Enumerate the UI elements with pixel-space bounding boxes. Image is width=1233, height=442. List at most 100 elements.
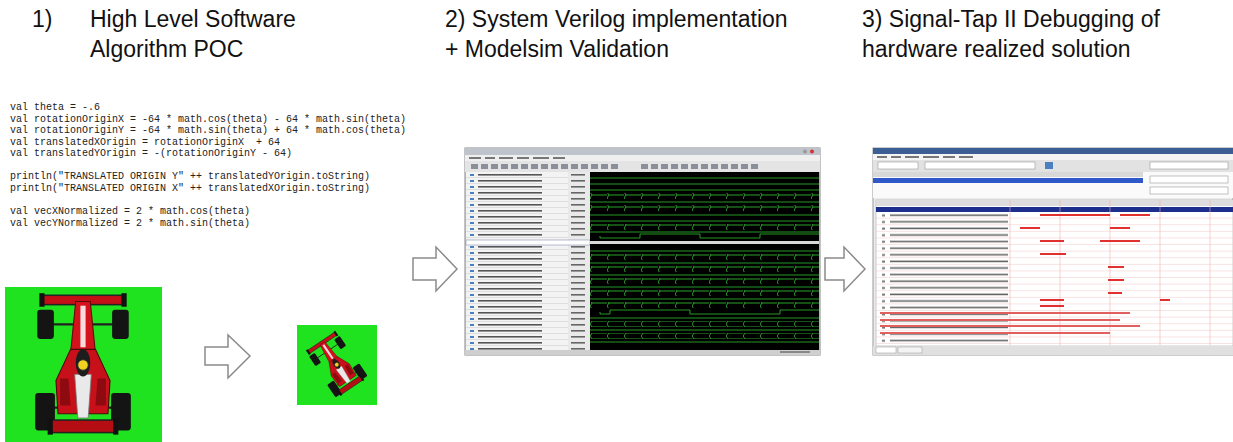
- modelsim-screenshot: [590, 172, 819, 350]
- modelsim-screenshot: [590, 278, 819, 284]
- car-sprite-original: [35, 293, 131, 434]
- car-sprite-original: [5, 287, 162, 442]
- signaltap-screenshot: [873, 148, 1233, 355]
- car-sprite-original: [5, 287, 162, 442]
- stage-heading: 3) Signal-Tap II Debugging of hardware r…: [862, 4, 1162, 64]
- modelsim-screenshot: [600, 310, 819, 314]
- signaltap-screenshot: [1040, 214, 1110, 216]
- signaltap-screenshot: [1110, 227, 1130, 229]
- signaltap-screenshot: [1045, 162, 1053, 169]
- signaltap-screenshot: [876, 212, 1233, 345]
- modelsim-screenshot: [600, 234, 819, 238]
- signaltap-screenshot: [943, 156, 955, 158]
- code-line: val rotationOriginY = -64 * math.sin(the…: [10, 125, 406, 137]
- signaltap-screenshot: [873, 172, 1233, 198]
- modelsim-screenshot: [590, 193, 819, 199]
- modelsim-screenshot: [590, 254, 819, 260]
- modelsim-screenshot: [466, 172, 568, 350]
- modelsim-screenshot: [590, 333, 819, 339]
- signaltap-screenshot: [925, 162, 1035, 169]
- modelsim-screenshot: [465, 148, 820, 155]
- modelsim-screenshot: [590, 241, 819, 244]
- signaltap-screenshot: [1160, 299, 1170, 301]
- code-line: val rotationOriginX = -64 * math.cos(the…: [10, 114, 406, 126]
- signaltap-screenshot: [1010, 200, 1210, 345]
- signaltap-screenshot: [880, 319, 1120, 321]
- modelsim-screenshot: [470, 163, 620, 170]
- signaltap-screenshot: [1120, 214, 1150, 216]
- code-line: val translatedXOrigin = rotationOriginX …: [10, 137, 280, 149]
- step-number: 1): [32, 4, 82, 34]
- signaltap-screenshot: [1040, 305, 1064, 307]
- modelsim-screenshot: [499, 157, 513, 159]
- code-line: val translatedYOrigin = -(rotationOrigin…: [10, 148, 292, 160]
- modelsim-screenshot: [780, 351, 810, 353]
- transform-arrow: [205, 335, 250, 378]
- signaltap-screenshot: [878, 162, 918, 169]
- signaltap-screenshot: [880, 332, 1110, 334]
- modelsim-screenshot: [568, 172, 590, 350]
- flow-arrow: [413, 247, 457, 291]
- flow-arrow: [825, 247, 865, 291]
- signaltap-screenshot: [873, 148, 1233, 154]
- signaltap-screenshot: [1020, 227, 1040, 229]
- modelsim-screenshot: [517, 157, 529, 159]
- code-line: println("TRANSLATED ORIGIN Y" ++ transla…: [10, 171, 370, 183]
- signaltap-screenshot: [876, 200, 1233, 346]
- modelsim-screenshot: [590, 266, 819, 272]
- signaltap-screenshot: [873, 148, 1233, 355]
- signaltap-screenshot: [1108, 279, 1124, 281]
- modelsim-screenshot: [466, 172, 568, 350]
- stage-panel: 2) System Verilog implementation + Model…: [458, 0, 824, 442]
- modelsim-screenshot: [553, 157, 565, 159]
- modelsim-screenshot: [533, 157, 549, 159]
- signaltap-screenshot: [873, 154, 1233, 160]
- signaltap-screenshot: [959, 156, 973, 158]
- modelsim-screenshot: [590, 205, 819, 211]
- signaltap-screenshot: [873, 346, 1233, 355]
- signaltap-screenshot: [873, 172, 1143, 177]
- signaltap-screenshot: [1108, 292, 1122, 294]
- signaltap-screenshot: [1150, 162, 1228, 169]
- signaltap-screenshot: [876, 347, 896, 353]
- signaltap-screenshot: [1040, 240, 1064, 242]
- code-line: val vecYNormalized = 2 * math.sin(theta): [10, 218, 250, 230]
- signaltap-screenshot: [877, 156, 887, 158]
- stage-panel: 3) Signal-Tap II Debugging of hardware r…: [866, 0, 1233, 442]
- signaltap-screenshot: [1150, 187, 1228, 194]
- code-line: val vecXNormalized = 2 * math.cos(theta): [10, 206, 250, 218]
- signaltap-screenshot: [876, 207, 1233, 212]
- modelsim-screenshot: [590, 224, 819, 230]
- stage-heading: High Level Software Algorithm POC: [90, 4, 322, 64]
- signaltap-screenshot: [923, 156, 939, 158]
- signaltap-screenshot: [873, 160, 1233, 172]
- code-line: val theta = -.6: [10, 102, 100, 114]
- signaltap-screenshot: [880, 325, 1140, 327]
- car-sprite-rotated: [297, 325, 377, 405]
- modelsim-screenshot: [465, 148, 820, 355]
- modelsim-screenshot: [590, 321, 819, 327]
- signaltap-screenshot: [876, 200, 1233, 206]
- stage-heading: 2) System Verilog implementation + Model…: [445, 4, 801, 64]
- modelsim-screenshot: [466, 240, 590, 245]
- modelsim-screenshot: [465, 350, 820, 355]
- signaltap-screenshot: [880, 312, 1130, 314]
- signaltap-screenshot: [891, 156, 901, 158]
- modelsim-screenshot: [590, 302, 819, 308]
- modelsim-screenshot: [465, 155, 820, 161]
- signaltap-screenshot: [1108, 266, 1124, 268]
- modelsim-screenshot: [810, 150, 814, 154]
- modelsim-screenshot: [590, 178, 819, 342]
- signaltap-screenshot: [898, 347, 922, 353]
- signaltap-screenshot: [1150, 176, 1228, 183]
- modelsim-screenshot: [803, 150, 807, 154]
- modelsim-screenshot: [465, 148, 820, 355]
- modelsim-screenshot: [465, 161, 820, 172]
- modelsim-screenshot: [469, 157, 481, 159]
- modelsim-screenshot: [568, 172, 590, 350]
- signaltap-screenshot: [905, 156, 919, 158]
- car-sprite-rotated: [297, 325, 377, 405]
- modelsim-screenshot: [485, 157, 495, 159]
- car-sprite-rotated: [305, 330, 369, 399]
